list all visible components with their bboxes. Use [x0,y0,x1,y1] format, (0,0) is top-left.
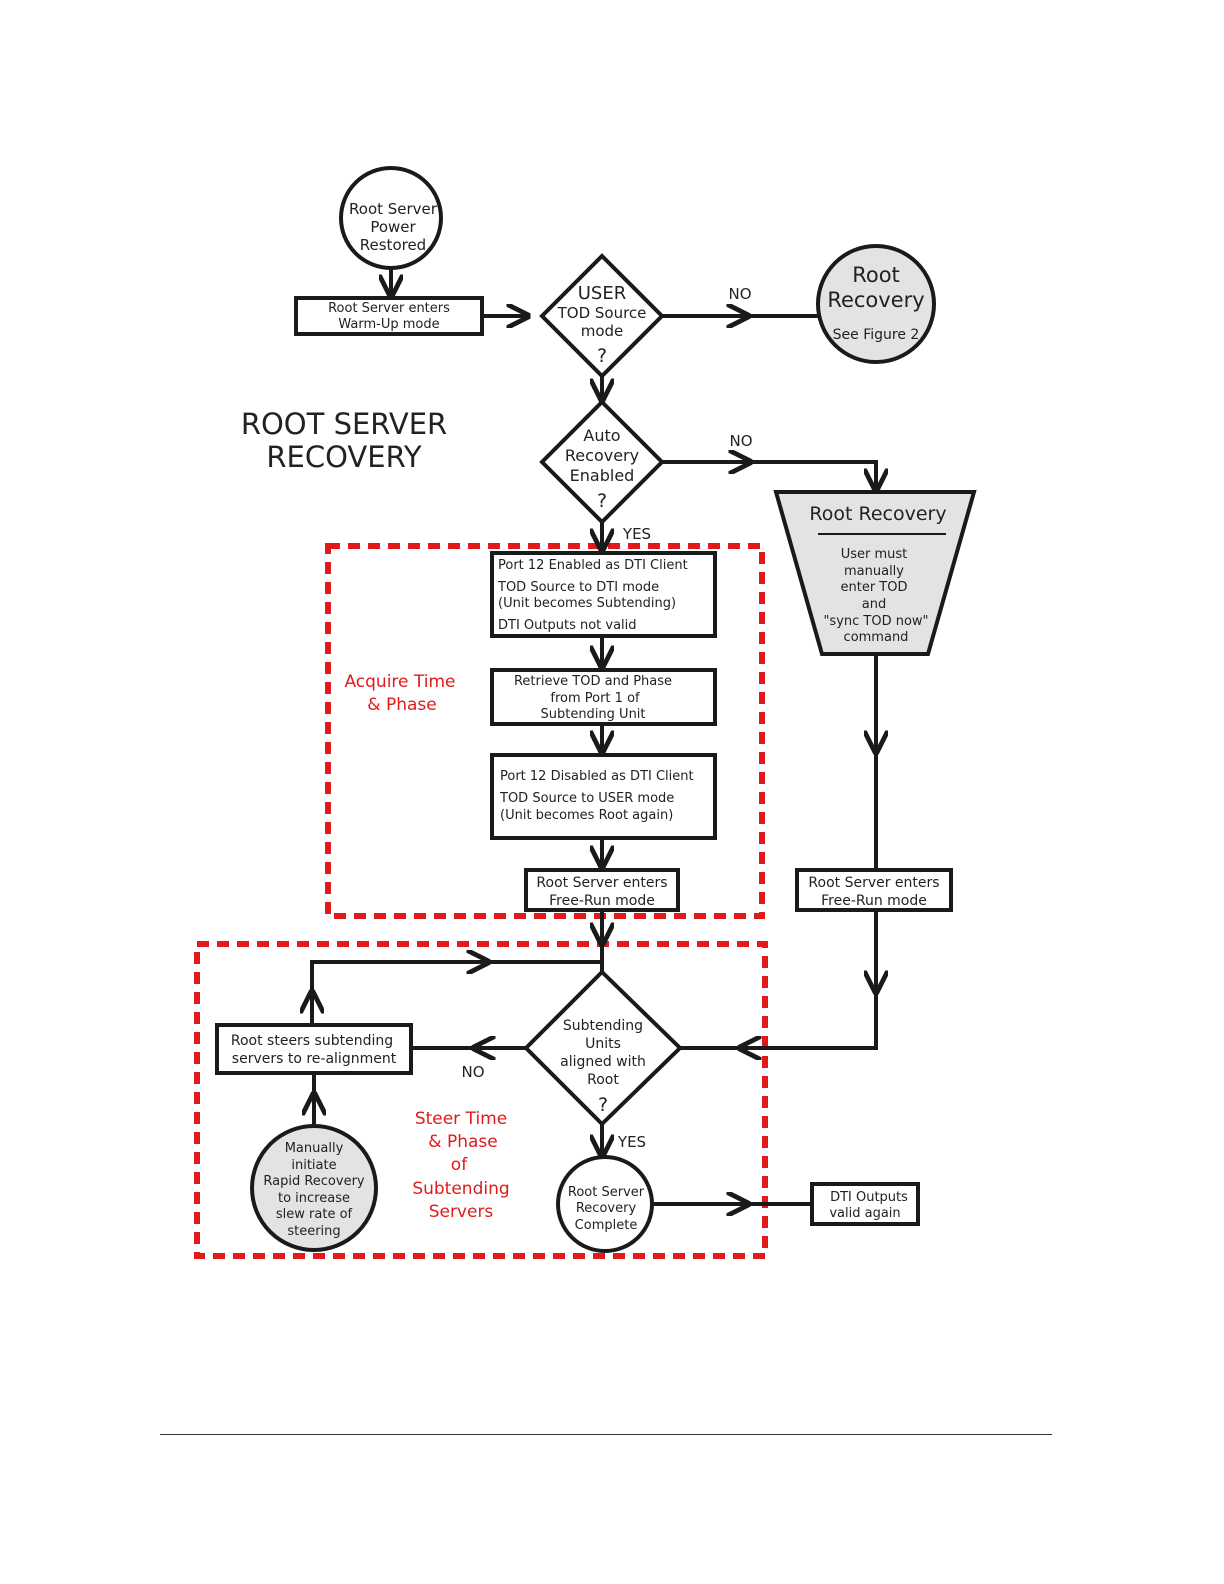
steer-line-1: Root steers subtending [231,1033,393,1049]
acquire-label-1: Acquire Time [344,672,455,692]
user-tod-line-3: mode [581,322,624,340]
label-yes-1: YES [622,525,651,543]
steer-box: Root steers subtending servers to re-ali… [215,1023,413,1075]
user-tod-line-4: ? [597,345,607,367]
port12-enable-line-2: TOD Source to DTI mode [497,580,659,595]
port12-disable-line-1: Port 12 Disabled as DTI Client [500,769,694,784]
steer-label-2: & Phase [428,1132,497,1152]
manual-line-4: and [862,597,886,612]
auto-line-1: Auto [583,426,620,445]
recovery-complete: Root Server Recovery Complete [556,1155,654,1253]
port12-disable-line-2: TOD Source to USER mode [499,791,674,806]
rapid-line-2: initiate [291,1158,336,1173]
label-no-3: NO [461,1063,484,1081]
manual-line-2: manually [844,564,904,579]
aligned-line-4: Root [587,1072,619,1088]
auto-line-4: ? [597,490,607,512]
decision-aligned: Subtending Units aligned with Root ? [523,969,683,1127]
user-tod-line-2: TOD Source [557,304,647,322]
aligned-line-1: Subtending [563,1018,643,1034]
decision-user-tod: USER TOD Source mode ? [539,253,665,379]
port12-enable-box: Port 12 Enabled as DTI Client TOD Source… [490,551,717,638]
warmup-line-1: Root Server enters [328,301,450,316]
decision-auto-recovery: Auto Recovery Enabled ? [539,399,665,525]
manual-rapid-recovery: Manually initiate Rapid Recovery to incr… [250,1124,378,1252]
port12-enable-line-3: (Unit becomes Subtending) [498,596,676,611]
complete-line-1: Root Server [568,1185,645,1200]
dti-valid-box: DTI Outputs valid again [810,1182,920,1226]
rapid-line-3: Rapid Recovery [263,1174,365,1189]
port12-enable-line-4: DTI Outputs not valid [498,618,637,633]
rr-fig2-line-3: See Figure 2 [833,327,920,343]
aligned-line-2: Units [585,1036,621,1052]
dti-valid-line-2: valid again [829,1206,900,1221]
port12-disable-box: Port 12 Disabled as DTI Client TOD Sourc… [490,753,717,840]
port12-disable-line-3: (Unit becomes Root again) [500,808,673,823]
start-node: Root Server Power Restored [339,166,443,270]
aligned-line-5: ? [598,1094,608,1116]
auto-line-3: Enabled [570,466,635,485]
complete-line-3: Complete [575,1218,638,1233]
freerun-right-line-1: Root Server enters [808,875,939,891]
retrieve-box: Retrieve TOD and Phase from Port 1 of Su… [490,668,717,726]
manual-line-6: command [844,630,909,645]
label-yes-2: YES [617,1133,646,1151]
freerun-right-line-2: Free-Run mode [821,893,927,909]
steer-line-2: servers to re-alignment [232,1051,397,1067]
manual-line-3: enter TOD [841,580,908,595]
manual-line-1: User must [841,547,908,562]
freerun-left-line-2: Free-Run mode [549,893,655,909]
steer-label: Steer Time & Phase of Subtending Servers [412,1109,509,1222]
start-line-3: Restored [360,236,426,254]
port12-enable-line-1: Port 12 Enabled as DTI Client [498,558,688,573]
freerun-left-line-1: Root Server enters [536,875,667,891]
label-no-1: NO [728,285,751,303]
auto-line-2: Recovery [565,446,639,465]
rapid-line-5: slew rate of [276,1207,353,1222]
acquire-region [325,543,765,919]
retrieve-line-3: Subtending Unit [540,707,645,722]
aligned-line-3: aligned with [560,1054,646,1070]
manual-line-5: "sync TOD now" [823,614,928,629]
warmup-box: Root Server enters Warm-Up mode [294,296,484,336]
rr-fig2-line-2: Recovery [827,288,924,312]
retrieve-line-1: Retrieve TOD and Phase [514,674,672,689]
label-no-2: NO [729,432,752,450]
dti-valid-line-1: DTI Outputs [830,1190,908,1205]
steer-label-3: of [451,1155,468,1175]
freerun-left-box: Root Server enters Free-Run mode [524,868,680,912]
title-line-1: ROOT SERVER [241,407,447,441]
root-recovery-fig2: Root Recovery See Figure 2 [816,244,936,364]
complete-line-2: Recovery [576,1201,637,1216]
rr-fig2-line-1: Root [852,263,900,287]
footer-rule [160,1434,1052,1435]
rapid-line-6: steering [287,1224,340,1239]
steer-label-1: Steer Time [415,1109,507,1129]
steer-label-4: Subtending [412,1179,509,1199]
rapid-line-1: Manually [285,1141,344,1156]
title-line-2: RECOVERY [266,440,421,474]
warmup-line-2: Warm-Up mode [338,317,439,332]
start-line-1: Root Server [349,200,438,218]
user-tod-line-1: USER [578,283,626,304]
start-line-2: Power [370,218,416,236]
rapid-line-4: to increase [278,1191,350,1206]
connectors [312,268,876,1204]
steer-region [194,941,768,1259]
manual-title: Root Recovery [809,503,946,525]
acquire-label-2: & Phase [367,695,436,715]
steer-label-5: Servers [429,1202,494,1222]
manual-root-recovery: Root Recovery User must manually enter T… [773,490,977,656]
retrieve-line-2: from Port 1 of [550,691,640,706]
freerun-right-box: Root Server enters Free-Run mode [795,868,953,912]
